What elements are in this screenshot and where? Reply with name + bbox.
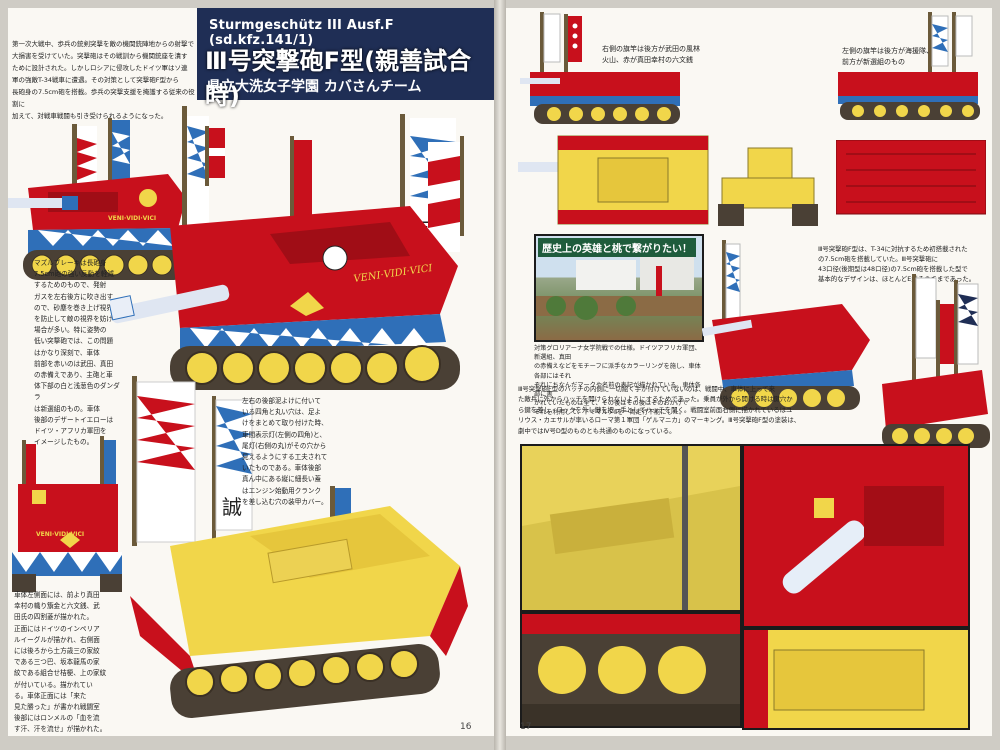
body-text: Ⅲ号突撃砲F型のハッチの内側に一切絵く手が付けていないのは、戦闘中、車体に上って… [518, 385, 801, 435]
history-photo: 歴史上の英雄と桃で繋がりたい！ [534, 234, 704, 342]
title-team: 県立大洗女子学園 カバさんチーム [207, 79, 422, 95]
history-text: 対策グロリアーナ女学院戦での仕様。ドイツアフリカ軍団、新選組、真田 の赤備えなど… [534, 345, 701, 417]
top-view-tank [518, 135, 709, 225]
rear-motto: VENI·VIDI·VICI [36, 531, 84, 538]
muzzle-brake-text: マズルブレーキは長砲身 7.5cm砲の強い反動を軽減 するためのもので、発射 ガ… [34, 259, 120, 447]
tank-front-view: VENI·VIDI·VICI [8, 118, 188, 280]
flag-char-rear: 誠 [222, 495, 242, 519]
tank-side-right [520, 12, 680, 124]
history-title: 歴史上の英雄と桃で繋がりたい！ [538, 238, 696, 257]
right-page: 右側の旗竿は後方が武田の風林 火山、赤が真田幸村の六文銭 左側の旗竿は後方が海援… [506, 8, 992, 736]
tank-3q-view [702, 240, 870, 410]
photo-hatch-closeup [520, 444, 742, 612]
left-page: 第一次大戦中、歩兵の銃剣突撃を敵の機関銃陣地からの射撃で 大損害を受けていた。突… [8, 8, 494, 736]
title-jp: Ⅲ号突撃砲F型(親善試合時) [205, 47, 472, 110]
caption-left-flags: 左側の旗竿は後方が海援隊、 前方が新選組のもの [842, 47, 933, 66]
side-markings-text: 車体左側面には、前より真田 幸村の幟り籏金と六文銭、武 田氏の四割菱が描かれた。… [14, 591, 107, 734]
front-motto: VENI·VIDI·VICI [108, 215, 156, 222]
history-scene [536, 254, 702, 320]
title-en: Sturmgeschütz III Ausf.F (sd.kfz.141/1) [209, 18, 394, 48]
tank-side-left [838, 12, 980, 120]
tank-rear-3q [882, 274, 990, 448]
underside-view [836, 140, 986, 215]
book-gutter [494, 0, 506, 750]
photo-gun-closeup [742, 444, 970, 628]
caption-right-flags: 右側の旗竿は後方が武田の風林 火山、赤が真田幸村の六文銭 [602, 45, 700, 64]
spec-text: Ⅲ号突撃砲F型は、T-34に対抗するため初搭載された の7.5cm砲を搭載してい… [818, 245, 976, 283]
yellow-rear-tank [130, 486, 468, 718]
front-view-yellow [718, 147, 818, 226]
page-number-left: 16 [460, 722, 472, 732]
rear-details-text: 左右の後部泥よけに付いて いる四角と丸い穴は、足よ けをまとめて取り付けた時、 … [242, 397, 328, 506]
intro-text: 第一次大戦中、歩兵の銃剣突撃を敵の機関銃陣地からの射撃で 大損害を受けていた。突… [12, 40, 195, 120]
photo-track-closeup [520, 612, 742, 728]
page-number-right: 17 [520, 722, 532, 732]
rear-flags: 誠 [132, 376, 253, 546]
tank-rear-view: VENI·VIDI·VICI [12, 436, 122, 592]
title-box: Sturmgeschütz III Ausf.F (sd.kfz.141/1) … [197, 8, 494, 110]
photo-engine-deck [742, 628, 970, 730]
main-tank-illustration: 誠 VENI·VIDI·VICI [110, 106, 464, 390]
